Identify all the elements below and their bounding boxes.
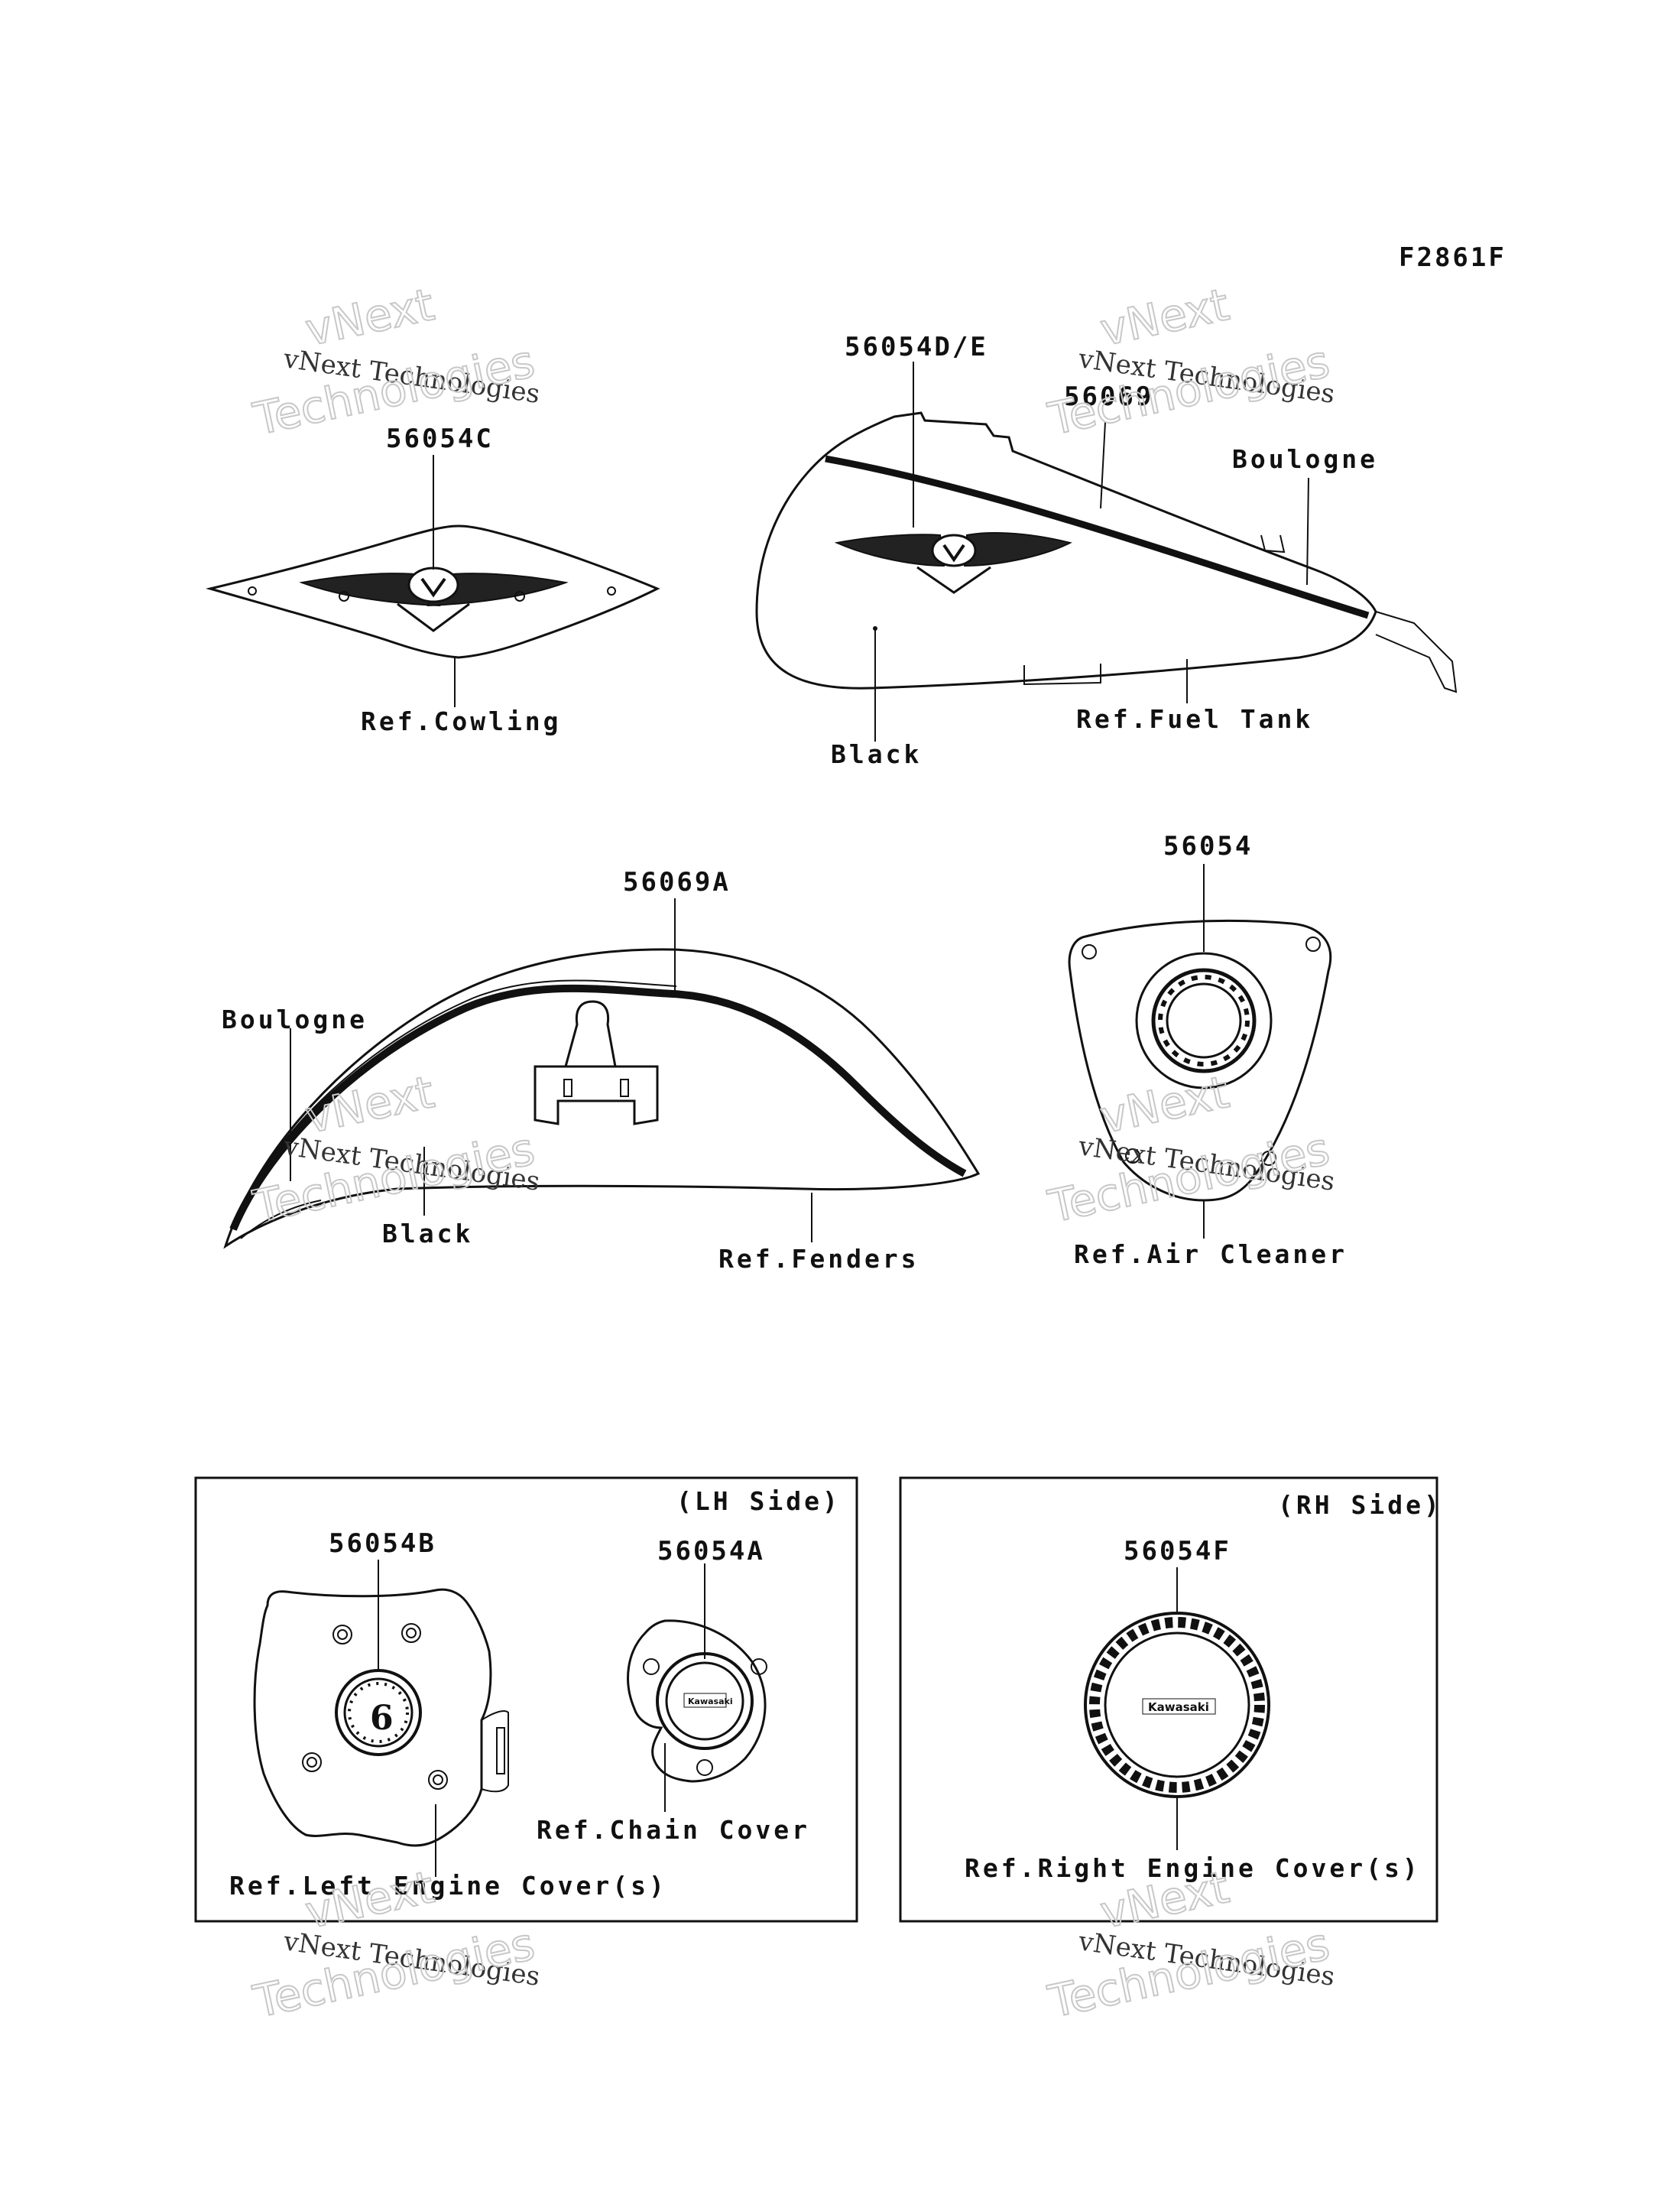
watermark-2: vNext Technologies vNext Technologies [1043,278,1337,446]
cowling-ref: Ref.Cowling [361,706,562,736]
fuel-tank-stripe-code: 56069 [1064,381,1153,412]
lh-side-panel: (LH Side) 6 56054B Ref.Left Engine Cover… [194,1476,858,1923]
watermark-1: vNext Technologies vNext Technologies [248,278,542,446]
left-engine-cover: 6 56054B Ref.Left Engine Cover(s) [229,1528,667,1901]
fuel-tank-emblem-code: 56054D/E [845,332,988,362]
rh-side-title: (RH Side) [1278,1490,1442,1520]
rh-side-frame [899,1476,1438,1923]
fuel-tank-shape [755,411,1377,690]
rh-side-panel: (RH Side) Kawasaki 56054F Ref.Right Engi… [899,1476,1442,1923]
right-engine-cover-ref: Ref.Right Engine Cover(s) [965,1853,1421,1883]
right-engine-cover: Kawasaki 56054F Ref.Right Engine Cover(s… [965,1536,1421,1883]
left-engine-cover-code: 56054B [329,1528,436,1559]
cowling-code: 56054C [386,424,494,454]
v-wing-emblem [834,532,1072,594]
figure-code: F2861F [1399,242,1506,273]
right-engine-cover-badge: Kawasaki [1148,1700,1209,1714]
fuel-tank-stripe-color: Boulogne [1232,444,1378,474]
fuel-tank-ref: Ref.Fuel Tank [1076,704,1313,734]
air-cleaner-code: 56054 [1163,831,1253,862]
dial-number: 6 [370,1699,394,1738]
left-engine-cover-ref: Ref.Left Engine Cover(s) [229,1871,667,1901]
lh-side-frame [194,1476,858,1923]
fender-ref: Ref.Fenders [718,1244,919,1274]
svg-text:vNext: vNext [1096,278,1234,356]
chain-cover: Kawasaki 56054A Ref.Chain Cover [537,1536,810,1845]
chain-cover-badge: Kawasaki [688,1696,733,1706]
right-engine-cover-code: 56054F [1124,1536,1231,1567]
air-cleaner-ref: Ref.Air Cleaner [1074,1239,1348,1269]
fender-code: 56069A [623,867,731,898]
fender-stripe-color: Boulogne [222,1005,368,1034]
chain-cover-code: 56054A [657,1536,765,1567]
fender-diagram: 56069A Boulogne Black Ref.Fenders [222,867,981,1274]
fuel-tank-body-color: Black [831,739,922,769]
v-wing-emblem [299,567,569,632]
lh-side-title: (LH Side) [676,1486,841,1516]
watermark-6: vNext Technologies vNext Technologies [1043,1860,1337,2028]
fuel-tank-diagram: 56054D/E 56069 Boulogne Black Ref.Fuel T… [755,332,1458,769]
svg-text:vNext: vNext [301,278,439,356]
fender-body-color: Black [382,1219,473,1248]
chain-cover-ref: Ref.Chain Cover [537,1815,810,1845]
air-cleaner-diagram: 56054 Ref.Air Cleaner [1068,831,1348,1269]
cowling-diagram: 56054C Ref.Cowling [206,424,660,736]
